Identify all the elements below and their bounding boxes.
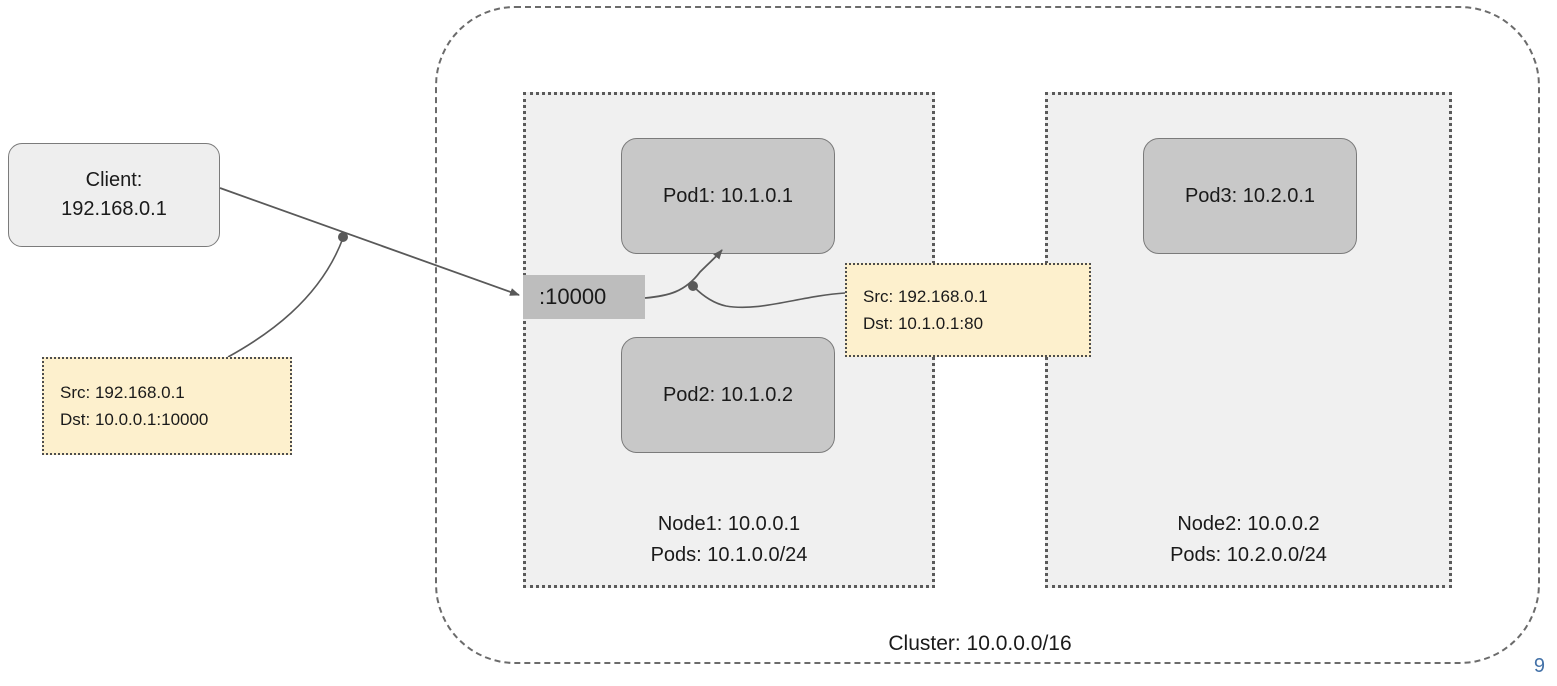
- pod-box-pod1[interactable]: Pod1: 10.1.0.1: [621, 138, 835, 254]
- note1-dst: Dst: 10.0.0.1:10000: [60, 410, 209, 429]
- slide-number: 9: [1533, 655, 1545, 677]
- pod-box-pod3[interactable]: Pod3: 10.2.0.1: [1143, 138, 1357, 254]
- cluster-boundary: [435, 6, 1540, 664]
- packet-note-dnat[interactable]: Src: 192.168.0.1 Dst: 10.1.0.1:80: [845, 263, 1091, 357]
- node2-pod-cidr: Pods: 10.2.0.0/24: [1170, 544, 1327, 566]
- client-label: Client:: [85, 169, 143, 191]
- packet-note-ingress[interactable]: Src: 192.168.0.1 Dst: 10.0.0.1:10000: [42, 357, 292, 455]
- node2-caption: Node2: 10.0.0.2 Pods: 10.2.0.0/24: [1048, 509, 1449, 571]
- node1-name: Node1: 10.0.0.1: [657, 513, 801, 535]
- node1-caption: Node1: 10.0.0.1 Pods: 10.1.0.0/24: [526, 509, 932, 571]
- client-box[interactable]: Client: 192.168.0.1: [8, 143, 220, 247]
- node1-pod-cidr: Pods: 10.1.0.0/24: [650, 544, 808, 566]
- junction-dot-client-edge: [338, 232, 348, 242]
- node2-name: Node2: 10.0.0.2: [1177, 513, 1320, 535]
- nodeport-badge[interactable]: :10000: [523, 275, 645, 319]
- pod-box-pod2[interactable]: Pod2: 10.1.0.2: [621, 337, 835, 453]
- note1-src: Src: 192.168.0.1: [60, 383, 185, 402]
- note2-src: Src: 192.168.0.1: [863, 287, 988, 306]
- leader-note1-to-edge: [227, 237, 344, 358]
- cluster-label: Cluster: 10.0.0.0/16: [888, 632, 1072, 655]
- client-ip: 192.168.0.1: [61, 198, 167, 220]
- note2-dst: Dst: 10.1.0.1:80: [863, 314, 984, 333]
